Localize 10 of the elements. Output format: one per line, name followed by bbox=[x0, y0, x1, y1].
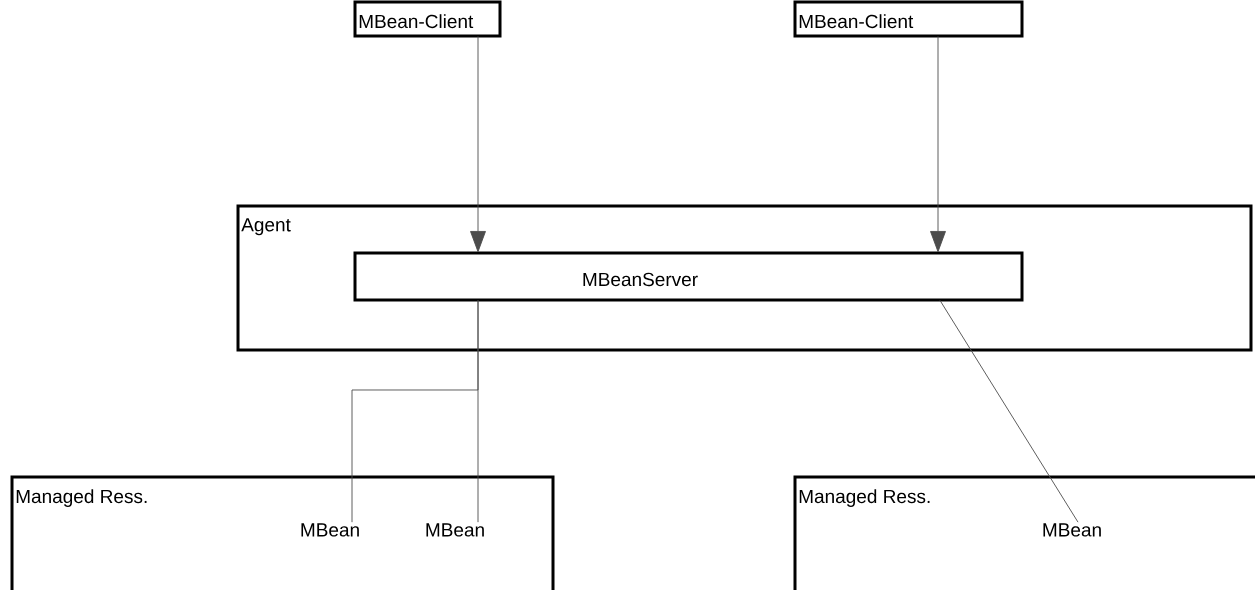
mbean-label: MBean bbox=[301, 523, 359, 537]
connector-line bbox=[477, 299, 479, 523]
connector-line bbox=[930, 35, 946, 253]
server-box: MBeanServer bbox=[353, 251, 1024, 302]
connector-line bbox=[939, 299, 1079, 523]
mbean-label: MBean bbox=[426, 523, 484, 537]
mbean-label: MBean bbox=[1043, 523, 1101, 537]
client-box: MBean-Client bbox=[793, 0, 1024, 38]
client-box: MBean-Client bbox=[353, 0, 502, 38]
connector-line bbox=[470, 35, 486, 253]
